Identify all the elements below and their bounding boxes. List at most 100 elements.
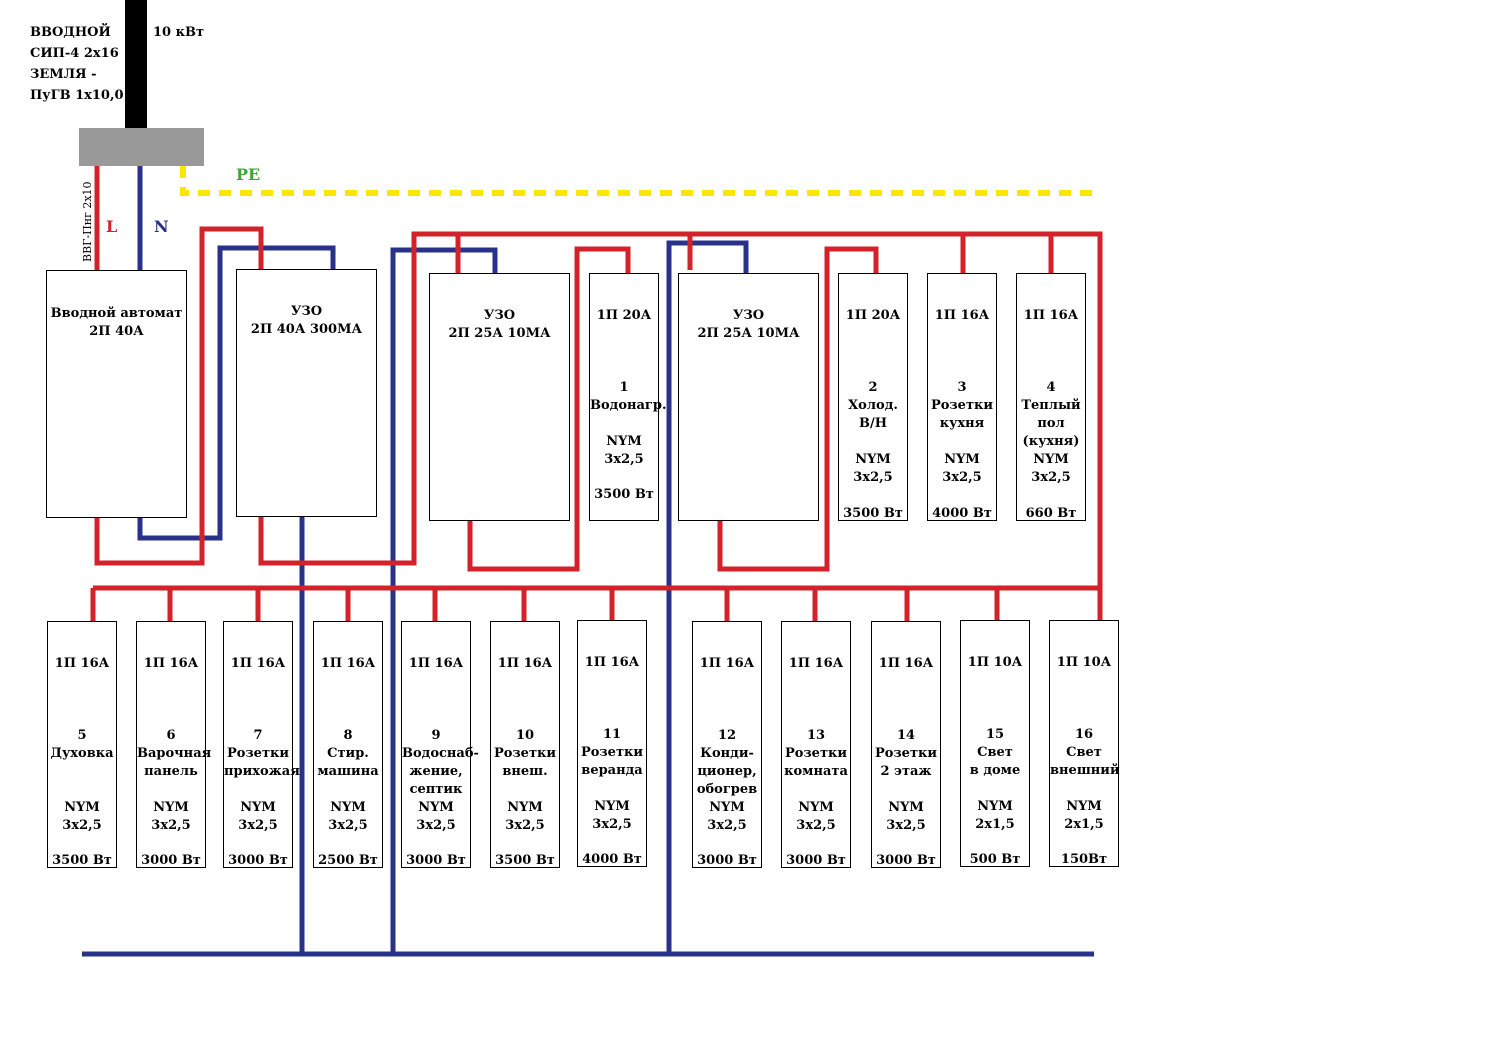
breaker-power: 3500 Вт xyxy=(594,487,654,502)
breaker-power: 500 Вт xyxy=(969,852,1021,867)
breaker-line: 3х2,5 xyxy=(238,818,278,833)
breaker-power: 3000 Вт xyxy=(697,853,757,868)
breaker-line: NYM xyxy=(855,452,891,467)
breaker-line xyxy=(48,781,116,799)
breaker-15[interactable]: 1П 10А 15 Свет в доме NYM 2х1,5 500 Вт xyxy=(960,620,1030,867)
breaker-rating: 1П 16А xyxy=(143,656,199,671)
breaker-rating: 1П 16А xyxy=(699,656,755,671)
breaker-line: 2 этаж xyxy=(880,764,932,779)
breaker-rating: 1П 16А xyxy=(408,656,464,671)
breaker-line xyxy=(137,781,205,799)
breaker-3[interactable]: 1П 16А 3 Розетки кухня NYM 3х2,5 4000 Вт xyxy=(927,273,997,521)
rcd-3[interactable]: УЗО 2П 25А 10МА xyxy=(678,273,819,521)
main-breaker-line: Вводной автомат xyxy=(50,306,183,321)
breaker-line: Розетки xyxy=(784,746,848,761)
breaker-6[interactable]: 1П 16А 6 Варочная панель NYM 3х2,5 3000 … xyxy=(136,621,212,868)
breaker-description: 1 Водонагр. NYM 3х2,5 xyxy=(590,379,667,469)
main-breaker-line: 2П 40А xyxy=(89,324,144,339)
breaker-line xyxy=(961,780,1029,798)
breaker-10[interactable]: 1П 16А 10 Розетки внеш. NYM 3х2,5 3500 В… xyxy=(490,621,560,868)
breaker-rating: 1П 16А xyxy=(230,656,286,671)
breaker-1[interactable]: 1П 20А 1 Водонагр. NYM 3х2,5 3500 Вт xyxy=(589,273,667,521)
breaker-line: Водоснаб- xyxy=(402,746,479,761)
breaker-line: 13 xyxy=(806,728,826,743)
rcd-1[interactable]: УЗО 2П 40А 300МА xyxy=(236,269,377,517)
breaker-description: 6 Варочная панель NYM 3х2,5 xyxy=(137,727,212,835)
breaker-line: NYM xyxy=(240,800,276,815)
breaker-line: 2 xyxy=(868,380,878,395)
breaker-rating: 1П 20А xyxy=(845,308,901,323)
breaker-power: 150Вт xyxy=(1060,852,1108,867)
cable-label: ВВГ-Пнг 2х10 xyxy=(81,181,94,262)
main-breaker-label: Вводной автомат 2П 40А xyxy=(47,305,186,341)
breaker-line: в доме xyxy=(969,763,1021,778)
breaker-line: NYM xyxy=(64,800,100,815)
breaker-rating: 1П 16А xyxy=(320,656,376,671)
breaker-line: 3х2,5 xyxy=(942,470,982,485)
input-description: ВВОДНОЙ СИП-4 2х16 ЗЕМЛЯ - ПуГВ 1х10,0 xyxy=(30,22,124,106)
breaker-13[interactable]: 1П 16А 13 Розетки комната NYM 3х2,5 3000… xyxy=(781,621,851,868)
breaker-2[interactable]: 1П 20А 2 Холод. В/Н NYM 3х2,5 3500 Вт xyxy=(838,273,908,521)
main-breaker[interactable]: Вводной автомат 2П 40А xyxy=(46,270,187,518)
breaker-line: NYM xyxy=(606,434,642,449)
breaker-power: 3000 Вт xyxy=(786,853,846,868)
breaker-line: машина xyxy=(317,764,379,779)
power-rating: 10 кВт xyxy=(153,25,205,40)
breaker-line: 3х2,5 xyxy=(416,818,456,833)
breaker-line xyxy=(872,781,940,799)
breaker-line xyxy=(48,763,116,781)
breaker-power: 4000 Вт xyxy=(932,506,992,521)
breaker-line: Духовка xyxy=(50,746,114,761)
breaker-9[interactable]: 1П 16А 9 Водоснаб- жение, септик NYM 3х2… xyxy=(401,621,479,868)
breaker-line xyxy=(782,781,850,799)
breaker-line: NYM xyxy=(977,799,1013,814)
rcd-2[interactable]: УЗО 2П 25А 10МА xyxy=(429,273,570,521)
breaker-line: Розетки xyxy=(226,746,290,761)
breaker-12[interactable]: 1П 16А 12 Конди- ционер, обогрев NYM 3х2… xyxy=(692,621,762,868)
breaker-description: 13 Розетки комната NYM 3х2,5 xyxy=(782,727,850,835)
pe-wire xyxy=(180,166,1096,196)
breaker-5[interactable]: 1П 16А 5 Духовка NYM 3х2,5 3500 Вт xyxy=(47,621,117,868)
breaker-rating: 1П 20А xyxy=(596,308,652,323)
breaker-8[interactable]: 1П 16А 8 Стир. машина NYM 3х2,5 2500 Вт xyxy=(313,621,383,868)
breaker-power: 2500 Вт xyxy=(318,853,378,868)
breaker-4[interactable]: 1П 16А 4 Теплый пол (кухня) NYM 3х2,5 66… xyxy=(1016,273,1086,521)
breaker-line: септик xyxy=(409,782,463,797)
breaker-line: веранда xyxy=(581,763,643,778)
breaker-description: 15 Свет в доме NYM 2х1,5 xyxy=(961,726,1029,834)
breaker-power: 3500 Вт xyxy=(52,853,112,868)
phase-wires xyxy=(90,166,1103,621)
breaker-14[interactable]: 1П 16А 14 Розетки 2 этаж NYM 3х2,5 3000 … xyxy=(871,621,941,868)
input-block xyxy=(79,128,204,166)
breaker-line: Розетки xyxy=(930,398,994,413)
breaker-description: 9 Водоснаб- жение, септик NYM 3х2,5 xyxy=(402,727,479,835)
breaker-power: 4000 Вт xyxy=(582,852,642,867)
breaker-line: (кухня) xyxy=(1022,434,1080,449)
breaker-line: 12 xyxy=(717,728,737,743)
breaker-line: Розетки xyxy=(580,745,644,760)
breaker-line: пол xyxy=(1037,416,1065,431)
breaker-line: Конди- xyxy=(700,746,754,761)
breaker-line: 3 xyxy=(957,380,967,395)
breaker-line: ционер, xyxy=(697,764,757,779)
breaker-description: 16 Свет внешний NYM 2х1,5 xyxy=(1050,726,1120,834)
breaker-11[interactable]: 1П 16А 11 Розетки веранда NYM 3х2,5 4000… xyxy=(577,620,647,867)
breaker-rating: 1П 10А xyxy=(967,655,1023,670)
breaker-line: 14 xyxy=(896,728,916,743)
breaker-line: Холод. xyxy=(848,398,898,413)
phase-label: L xyxy=(106,217,118,236)
breaker-power: 3500 Вт xyxy=(495,853,555,868)
breaker-16[interactable]: 1П 10А 16 Свет внешний NYM 2х1,5 150Вт xyxy=(1049,620,1120,867)
breaker-line: 3х2,5 xyxy=(604,452,644,467)
breaker-line: NYM xyxy=(153,800,189,815)
breaker-line xyxy=(928,433,996,451)
breaker-rating: 1П 10А xyxy=(1056,655,1112,670)
breaker-line: 2х1,5 xyxy=(975,817,1015,832)
rcd-line: 2П 40А 300МА xyxy=(250,322,363,337)
breaker-description: 10 Розетки внеш. NYM 3х2,5 xyxy=(491,727,559,835)
breaker-7[interactable]: 1П 16А 7 Розетки прихожая NYM 3х2,5 3000… xyxy=(223,621,300,868)
breaker-line: внеш. xyxy=(502,764,548,779)
breaker-line: Варочная xyxy=(137,746,212,761)
breaker-line: 5 xyxy=(77,728,87,743)
